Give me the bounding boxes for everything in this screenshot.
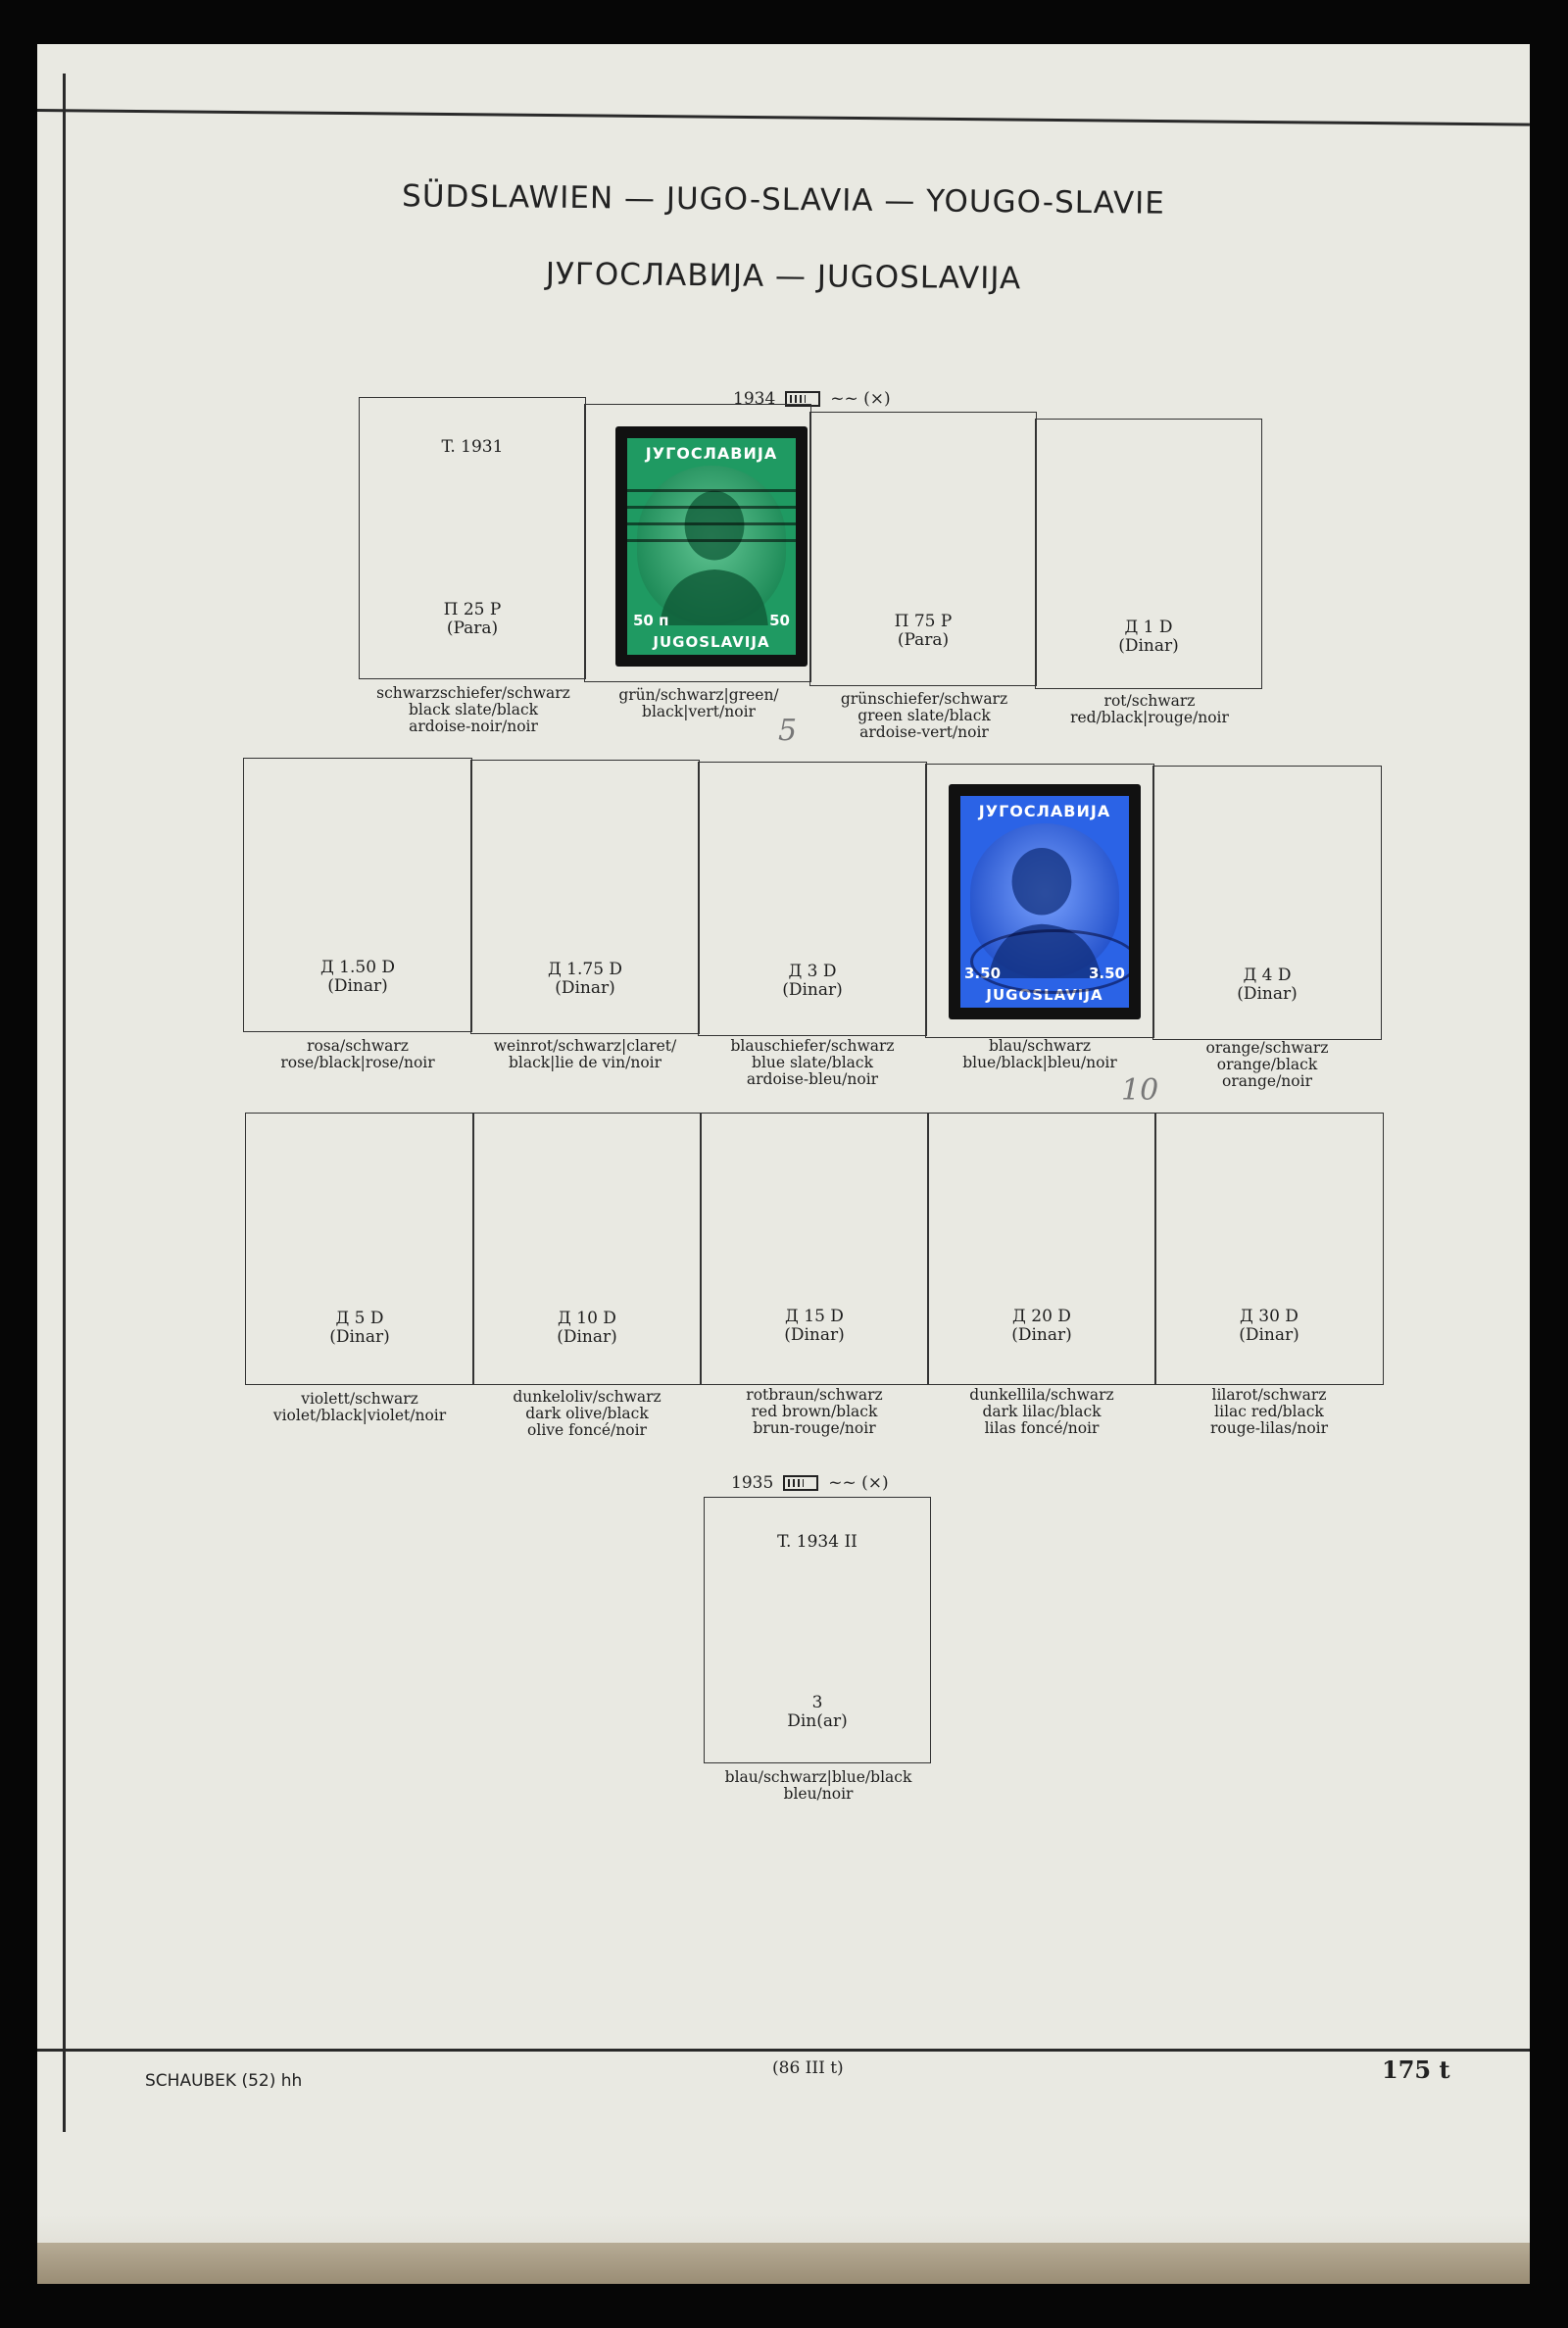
slot-unit: (Para) <box>897 630 950 650</box>
slot-unit: (Dinar) <box>782 980 843 1000</box>
slot-value: Д 10 D <box>558 1309 616 1328</box>
issue-1935-heading: 1935 ~~ (×) <box>731 1473 889 1493</box>
stamp-slot-11[interactable]: Д 10 D (Dinar) <box>472 1113 702 1385</box>
stamp-blue-3-50-dinar[interactable]: ЈУГОСЛАВИЈА 3.50 3.50 JUGOSLAVIJA <box>949 784 1141 1019</box>
watermark-icon <box>785 391 821 407</box>
slot-unit: (Dinar) <box>327 976 388 996</box>
slot-value: Д 1.75 D <box>547 960 623 979</box>
stamp-value-left: 50 п <box>633 612 669 629</box>
page-title-latin: SÜDSLAWIEN — JUGO-SLAVIA — YOUGO-SLAVIE <box>401 178 1166 222</box>
footer-reference: (86 III t) <box>772 2058 844 2078</box>
stamp-face: ЈУГОСЛАВИЈА 50 п 50 JUGOSLAVIJA <box>627 438 796 655</box>
type-note: T. 1934 II <box>777 1532 858 1552</box>
slot-value: Д 5 D <box>335 1309 384 1328</box>
album-edge <box>37 2243 1530 2284</box>
slot-value: Д 1.50 D <box>319 958 396 977</box>
perforation-note: ~~ (×) <box>830 389 891 409</box>
slot-unit: (Dinar) <box>555 978 615 998</box>
slot-unit: (Dinar) <box>1011 1325 1072 1345</box>
stamp-slot-6[interactable]: Д 1.75 D (Dinar) <box>470 760 700 1034</box>
stamp-top-text: ЈУГОСЛАВИЈА <box>645 444 778 463</box>
stamp-slot-13[interactable]: Д 20 D (Dinar) <box>927 1113 1156 1385</box>
pencil-mark: 5 <box>778 714 798 748</box>
stamp-bottom-text: JUGOSLAVIJA <box>653 633 770 651</box>
slot-value: Д 30 D <box>1240 1307 1298 1326</box>
issue-1935-year: 1935 <box>731 1473 774 1493</box>
slot-unit: (Dinar) <box>1118 636 1179 656</box>
stamp-slot-7[interactable]: Д 3 D (Dinar) <box>698 762 927 1036</box>
page-title-cyrillic: ЈУГОСЛАВИЈА — JUGOSLAVIJA <box>545 256 1022 297</box>
left-margin-line <box>63 74 66 2132</box>
stamp-slot-8[interactable] <box>925 764 1154 1038</box>
slot-caption-6: weinrot/schwarz|claret/black|lie de vin/… <box>493 1037 677 1071</box>
pencil-mark: 10 <box>1121 1073 1159 1108</box>
bottom-rule <box>37 2049 1530 2052</box>
slot-value: Д 15 D <box>785 1307 844 1326</box>
stamp-slot-12[interactable]: Д 15 D (Dinar) <box>700 1113 929 1385</box>
slot-unit: (Para) <box>446 619 499 638</box>
stamp-slot-5[interactable]: Д 1.50 D (Dinar) <box>243 758 472 1032</box>
slot-value: Д 4 D <box>1243 966 1292 985</box>
album-page: SÜDSLAWIEN — JUGO-SLAVIA — YOUGO-SLAVIE … <box>37 44 1530 2284</box>
stamp-slot-14[interactable]: Д 30 D (Dinar) <box>1154 1113 1384 1385</box>
type-note: T. 1931 <box>441 437 504 457</box>
cancellation-lines <box>627 477 796 556</box>
top-rule <box>37 109 1530 126</box>
slot-unit: (Dinar) <box>557 1327 617 1347</box>
slot-value: Д 3 D <box>788 962 837 981</box>
stamp-slot-1[interactable]: T. 1931 П 25 Р (Para) <box>359 397 586 679</box>
stamp-face: ЈУГОСЛАВИЈА 3.50 3.50 JUGOSLAVIJA <box>960 796 1129 1008</box>
slot-value: Д 20 D <box>1012 1307 1071 1326</box>
postmark <box>970 929 1129 994</box>
stamp-slot-1935[interactable]: T. 1934 II 3 Din(ar) <box>704 1497 931 1763</box>
stamp-value-right: 50 <box>769 612 790 629</box>
watermark-icon <box>783 1475 819 1491</box>
stamp-slot-10[interactable]: Д 5 D (Dinar) <box>245 1113 474 1385</box>
stamp-top-text: ЈУГОСЛАВИЈА <box>978 802 1111 820</box>
perforation-note: ~~ (×) <box>828 1473 889 1493</box>
page-number: 175 t <box>1382 2056 1450 2084</box>
slot-unit: Din(ar) <box>787 1711 848 1731</box>
slot-value: П 25 Р <box>443 600 502 619</box>
slot-caption-2: grün/schwarz|green/black|vert/noir <box>618 686 779 720</box>
stamp-slot-2[interactable] <box>584 404 811 682</box>
slot-unit: (Dinar) <box>1237 984 1298 1004</box>
footer-publisher: SCHAUBEK (52) hh <box>145 2071 303 2091</box>
stamp-slot-4[interactable]: Д 1 D (Dinar) <box>1035 419 1262 689</box>
slot-value: Д 1 D <box>1124 618 1173 637</box>
stamp-green-50-para[interactable]: ЈУГОСЛАВИЈА 50 п 50 JUGOSLAVIJA <box>615 426 808 667</box>
slot-unit: (Dinar) <box>329 1327 390 1347</box>
stamp-slot-3[interactable]: П 75 Р (Para) <box>809 412 1037 686</box>
slot-value: 3 <box>811 1693 823 1712</box>
stamp-slot-9[interactable]: Д 4 D (Dinar) <box>1152 766 1382 1040</box>
slot-unit: (Dinar) <box>1239 1325 1299 1345</box>
slot-unit: (Dinar) <box>784 1325 845 1345</box>
slot-value: П 75 Р <box>894 612 953 631</box>
